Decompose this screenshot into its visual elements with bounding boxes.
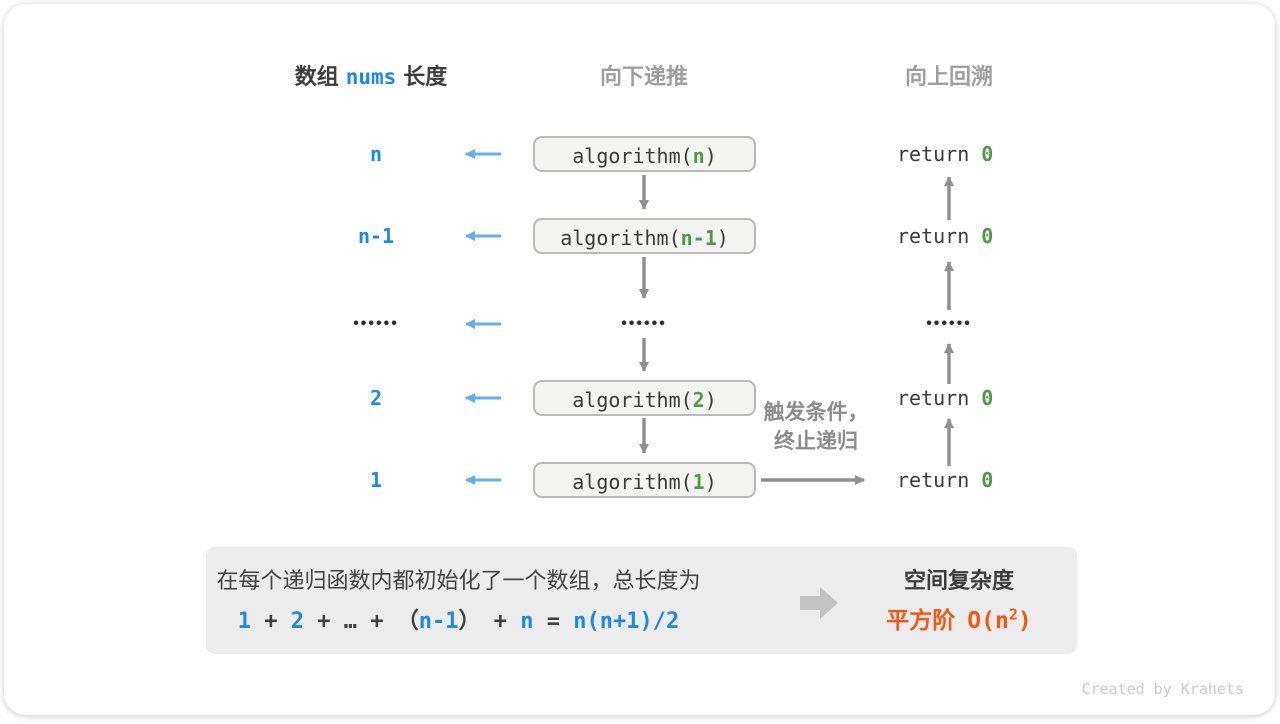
column-header-recurse: 向下递推 <box>599 64 688 89</box>
formula-part: … <box>343 609 357 634</box>
algorithm-call-box: algorithm(2) <box>533 380 756 416</box>
call-text: ) <box>704 388 717 412</box>
formula-part: + <box>251 609 291 634</box>
return-value: 0 <box>981 468 994 492</box>
array-length-label: 2 <box>369 386 383 410</box>
formula-part: + <box>357 609 397 634</box>
big-o-notation: O(n <box>967 608 1009 634</box>
annotation-line: 触发条件， <box>763 401 869 424</box>
big-o-notation: ) <box>1017 608 1032 634</box>
formula-part: 1 <box>237 609 251 634</box>
array-length-label: n-1 <box>357 224 395 248</box>
return-statement: return 0 <box>897 380 1037 416</box>
array-length-label: n <box>369 142 383 166</box>
complexity-order-text: 平方阶 <box>886 607 956 633</box>
nums-code-label: nums <box>345 65 397 89</box>
annotation-line: 终止递归 <box>774 430 858 453</box>
call-text: ) <box>704 144 717 168</box>
call-text: ) <box>716 226 729 250</box>
array-length-label: 1 <box>369 468 383 492</box>
formula-part: ） <box>458 609 481 634</box>
formula-part: n(n+1)/2 <box>573 609 680 634</box>
call-text: algorithm( <box>560 226 681 250</box>
call-text: algorithm( <box>572 388 693 412</box>
formula-part: （ <box>396 609 419 634</box>
ellipsis-dots: •••••• <box>926 315 972 332</box>
call-arg: 2 <box>692 388 705 412</box>
formula-part: + <box>480 609 521 634</box>
return-statement: return 0 <box>897 136 1037 172</box>
return-statement: return 0 <box>897 218 1037 254</box>
space-complexity-value: 平方阶 O(n2) <box>829 601 1089 635</box>
formula-part: n-1 <box>418 609 459 634</box>
return-keyword: return <box>897 224 970 248</box>
block-arrow-icon <box>800 587 840 619</box>
formula-part: 2 <box>290 609 304 634</box>
return-value: 0 <box>981 386 994 410</box>
ellipsis-dots: •••••• <box>621 315 667 332</box>
return-statement: return 0 <box>897 462 1037 498</box>
summary-description: 在每个递归函数内都初始化了一个数组，总长度为 <box>216 568 701 593</box>
summary-panel: 在每个递归函数内都初始化了一个数组，总长度为 1 + 2 + … + （n-1）… <box>206 547 1077 654</box>
termination-annotation: 触发条件， 终止递归 <box>747 398 885 456</box>
credit-text: Created by Krahets <box>1081 680 1244 698</box>
space-complexity-title: 空间复杂度 <box>903 568 1014 593</box>
formula-part: n <box>520 609 534 634</box>
return-keyword: return <box>897 386 970 410</box>
total-length-formula: 1 + 2 + … + （n-1） + n = n(n+1)/2 <box>216 603 701 635</box>
return-value: 0 <box>981 224 994 248</box>
formula-part: = <box>533 609 574 634</box>
algorithm-call-box: algorithm(1) <box>533 462 756 498</box>
header-text: 数组 <box>294 64 339 89</box>
call-text: ) <box>704 470 717 494</box>
algorithm-call-box: algorithm(n) <box>533 136 756 172</box>
exponent: 2 <box>1008 605 1018 624</box>
call-text: algorithm( <box>572 144 693 168</box>
call-arg: 1 <box>692 470 705 494</box>
header-text: 长度 <box>403 64 448 89</box>
column-header-backtrack: 向上回溯 <box>904 64 993 89</box>
call-text: algorithm( <box>572 470 693 494</box>
return-keyword: return <box>897 142 970 166</box>
call-arg: n <box>692 144 705 168</box>
algorithm-call-box: algorithm(n-1) <box>533 218 756 254</box>
return-value: 0 <box>981 142 994 166</box>
formula-part: + <box>304 609 344 634</box>
return-keyword: return <box>897 468 970 492</box>
call-arg: n-1 <box>680 226 717 250</box>
ellipsis-dots: •••••• <box>353 315 399 332</box>
